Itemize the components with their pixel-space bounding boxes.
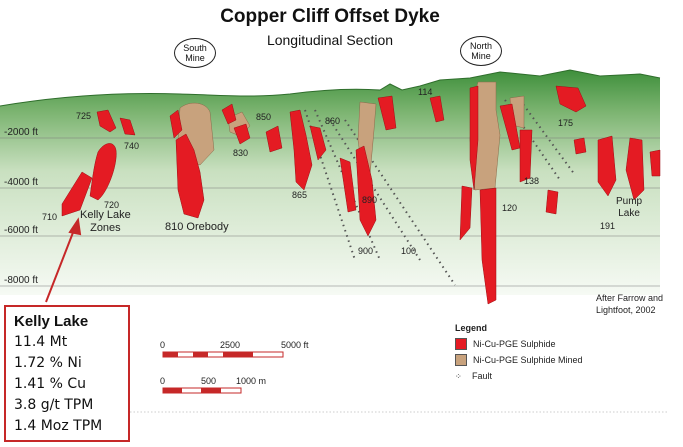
- source-credit: After Farrow and Lightfoot, 2002: [596, 293, 664, 315]
- orebody-810: [175, 133, 205, 219]
- depth-label: -2000 ft: [4, 127, 38, 138]
- orebody-label: 900: [358, 246, 374, 256]
- orebody-191: [597, 135, 617, 197]
- depth-label: -8000 ft: [4, 275, 38, 286]
- scale-ft-tick: 0: [160, 340, 166, 350]
- orebody-north-deep: [479, 187, 497, 305]
- callout-arrow: [45, 217, 82, 303]
- page-subtitle: Longitudinal Section: [266, 32, 394, 48]
- surface-line: [0, 69, 661, 107]
- orebody-120: [459, 185, 473, 241]
- south-mine-line1: South: [183, 43, 207, 53]
- south-mine-badge: South Mine: [174, 38, 216, 68]
- orebody-114: [429, 95, 445, 123]
- orebody-label: 860: [325, 116, 341, 126]
- info-nickel-grade: 1.72 % Ni: [14, 355, 82, 371]
- orebody-label: 191: [600, 221, 616, 231]
- scale-ft-tick: 5000 ft: [281, 340, 309, 350]
- orebody-label: 850: [256, 112, 272, 122]
- orebody-label: 710: [42, 212, 58, 222]
- orebody-175b: [573, 137, 587, 155]
- north-mine-line2: Mine: [471, 51, 491, 61]
- orebody-860b: [309, 125, 327, 161]
- scale-m-tick: 500: [201, 376, 217, 386]
- depth-label: -4000 ft: [4, 177, 38, 188]
- fault-dots-icon: ⁘: [455, 371, 462, 381]
- info-title: Kelly Lake: [14, 313, 89, 330]
- kelly-lake-zones-label: Kelly Lake Zones: [80, 209, 131, 234]
- orebody-label: 890: [362, 195, 378, 205]
- orebody-north: [469, 85, 479, 191]
- orebody-label: 100: [401, 246, 417, 256]
- scale-bar-ft: [162, 351, 284, 358]
- info-copper-grade: 1.41 % Cu: [14, 376, 87, 392]
- legend-item-sulphide: Ni-Cu-PGE Sulphide: [455, 336, 583, 352]
- scale-m-tick: 1000 m: [236, 376, 267, 386]
- orebody-label: 175: [558, 118, 574, 128]
- legend: Legend Ni-Cu-PGE Sulphide Ni-Cu-PGE Sulp…: [455, 323, 583, 384]
- orebody-191d: [545, 189, 559, 215]
- orebody-191c: [649, 149, 661, 177]
- orebody-label: 865: [292, 190, 308, 200]
- scale-m-tick: 0: [160, 376, 166, 386]
- orebody-850b: [221, 103, 237, 125]
- orebody-850: [169, 109, 183, 139]
- orebody-860: [289, 109, 313, 191]
- info-tpm-grade: 3.8 g/t TPM: [14, 397, 94, 413]
- orebody-label: 120: [502, 203, 518, 213]
- orebody-725: [96, 109, 117, 133]
- legend-title: Legend: [455, 323, 488, 333]
- sulphide-swatch: [455, 338, 467, 350]
- mined-swatch: [455, 354, 467, 366]
- depth-gridlines: [0, 137, 660, 287]
- depth-label: -6000 ft: [4, 225, 38, 236]
- orebody-label: 740: [124, 141, 140, 151]
- orebody-890b: [339, 157, 357, 213]
- legend-label: Fault: [472, 371, 493, 381]
- orebody-710: [61, 171, 93, 217]
- orebody-label: 114: [418, 87, 433, 97]
- orebody-label: 720: [104, 200, 120, 210]
- orebody-175: [555, 85, 587, 113]
- legend-label: Ni-Cu-PGE Sulphide Mined: [473, 355, 583, 365]
- orebody-191b: [625, 137, 645, 201]
- north-mine-badge: North Mine: [460, 36, 502, 66]
- scale-ft-tick: 2500: [220, 340, 241, 350]
- kelly-lake-info-box: Kelly Lake 11.4 Mt 1.72 % Ni 1.41 % Cu 3…: [4, 305, 130, 442]
- north-mine-line1: North: [469, 41, 492, 51]
- legend-item-fault: ⁘ Fault: [455, 368, 583, 384]
- orebody-830: [233, 123, 251, 145]
- orebody-725b: [119, 117, 136, 136]
- orebody-138b: [519, 129, 533, 183]
- orebody-label: 138: [524, 176, 540, 186]
- legend-item-mined: Ni-Cu-PGE Sulphide Mined: [455, 352, 583, 368]
- sulphide-orebodies: [61, 85, 661, 305]
- pump-lake-label: Pump Lake: [616, 196, 643, 219]
- orebody-100: [377, 95, 397, 131]
- info-tpm-content: 1.4 Moz TPM: [14, 418, 103, 434]
- page-title: Copper Cliff Offset Dyke: [220, 6, 440, 27]
- south-mine-line2: Mine: [185, 53, 205, 63]
- legend-label: Ni-Cu-PGE Sulphide: [473, 339, 556, 349]
- orebody-830b: [265, 125, 283, 153]
- scale-bar-m: [162, 387, 242, 394]
- orebody-890: [355, 145, 377, 237]
- orebody-label: 725: [76, 111, 92, 121]
- orebody-810-label: 810 Orebody: [165, 221, 229, 233]
- orebody-label: 830: [233, 148, 249, 158]
- info-tonnage: 11.4 Mt: [14, 334, 68, 350]
- orebody-740: [89, 143, 117, 201]
